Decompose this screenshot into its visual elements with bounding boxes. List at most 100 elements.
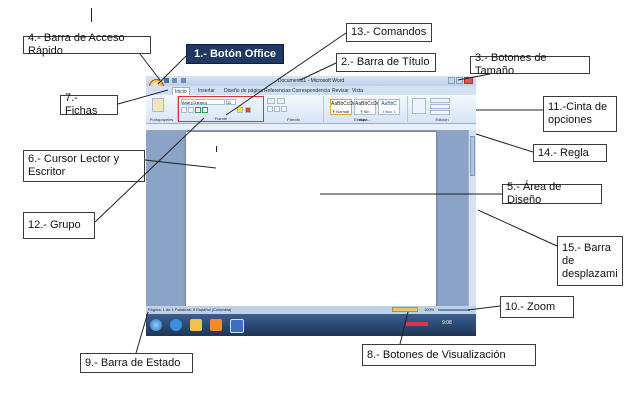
zoom-slider[interactable] xyxy=(438,309,470,311)
redo-icon[interactable] xyxy=(180,78,186,83)
tab-vista[interactable]: Vista xyxy=(352,88,364,94)
highlight-button[interactable] xyxy=(237,107,243,113)
close-icon[interactable] xyxy=(464,77,473,84)
numbering-button[interactable] xyxy=(277,98,285,104)
label-fichas: 7.- Fichas xyxy=(60,92,118,117)
arrow-boton-office xyxy=(157,55,187,85)
style-name: Título 1 xyxy=(382,109,396,114)
system-tray xyxy=(406,320,436,328)
tab-referencias[interactable]: Referencias xyxy=(264,88,291,94)
tab-inicio[interactable]: Inicio xyxy=(172,87,190,96)
group-estilos xyxy=(324,96,408,122)
label-cinta-opciones: 11.-Cinta de opciones xyxy=(543,96,617,132)
vertical-scrollbar[interactable] xyxy=(468,130,476,306)
windows-taskbar: 9:08 xyxy=(146,314,476,336)
explorer-icon[interactable] xyxy=(190,319,202,331)
font-size-select[interactable]: 11 xyxy=(226,99,236,105)
word-window: Documento1 - Microsoft Word Inicio Inser… xyxy=(146,76,476,336)
align-right-button[interactable] xyxy=(281,106,287,112)
minimize-icon[interactable] xyxy=(448,77,455,84)
maximize-icon[interactable] xyxy=(456,77,463,84)
style-sin-espaciado[interactable]: AaBbCcDc ¶ Sin espa... xyxy=(354,99,380,122)
label-boton-office: 1.- Botón Office xyxy=(186,44,284,64)
style-preview: AaBbCcDc xyxy=(331,101,356,107)
tray-icons xyxy=(406,322,428,326)
undo-icon[interactable] xyxy=(172,78,178,83)
arrow-botones-tamano xyxy=(457,73,491,81)
change-styles-button[interactable] xyxy=(412,98,426,114)
arrow-zoom xyxy=(467,305,501,311)
arrow-acceso-rapido xyxy=(139,53,161,81)
style-titulo-1[interactable]: AaBbC Título 1 xyxy=(378,99,400,115)
start-orb-icon[interactable] xyxy=(150,319,162,331)
group-edicion: Edición xyxy=(408,96,476,122)
style-name: ¶ Normal xyxy=(332,109,350,114)
scroll-thumb[interactable] xyxy=(470,136,475,176)
group-fuente: Arial (Cuerpo) 11 Fuente xyxy=(178,96,264,122)
design-area-page[interactable] xyxy=(186,132,436,308)
select-button[interactable] xyxy=(430,110,450,115)
word-taskbar-icon[interactable] xyxy=(230,319,244,333)
replace-button[interactable] xyxy=(430,104,450,109)
font-name-select[interactable]: Arial (Cuerpo) xyxy=(181,99,225,105)
tab-diseno-pagina[interactable]: Diseño de página xyxy=(224,88,263,94)
status-bar: Página: 1 de 1 Palabras: 0 Español (Colo… xyxy=(146,306,476,314)
zoom-level[interactable]: 100% xyxy=(424,307,435,312)
bold-button[interactable] xyxy=(181,107,187,113)
label-barra-titulo: 2.- Barra de Título xyxy=(336,53,436,72)
status-text: Página: 1 de 1 Palabras: 0 Español (Colo… xyxy=(148,307,232,312)
clock: 9:08 xyxy=(442,320,452,326)
italic-button[interactable] xyxy=(188,107,194,113)
window-size-buttons[interactable] xyxy=(448,77,474,84)
align-center-button[interactable] xyxy=(274,106,280,112)
text-cursor-mark xyxy=(91,8,92,22)
text-cursor xyxy=(216,146,217,152)
title-bar: Documento1 - Microsoft Word xyxy=(146,76,476,86)
label-comandos: 13.- Comandos xyxy=(346,23,432,42)
group-parrafo: Párrafo xyxy=(264,96,324,122)
group-portapapeles: Portapapeles xyxy=(146,96,178,122)
label-botones-visualizacion: 8.- Botones de Visualización xyxy=(362,344,536,366)
label-barra-estado: 9.- Barra de Estado xyxy=(80,353,193,373)
arrow-comandos xyxy=(225,32,347,116)
style-preview: AaBbCcDc xyxy=(355,101,380,107)
font-color-button[interactable] xyxy=(245,107,251,113)
group-label: Edición xyxy=(435,117,449,122)
quick-access-toolbar[interactable] xyxy=(164,78,186,84)
strikethrough-button[interactable] xyxy=(202,107,208,113)
style-name: ¶ Sin espa... xyxy=(358,109,371,122)
view-buttons[interactable] xyxy=(392,307,418,312)
group-label: Portapapeles xyxy=(149,117,174,122)
label-zoom: 10.- Zoom xyxy=(500,296,574,318)
find-button[interactable] xyxy=(430,98,450,103)
bullets-button[interactable] xyxy=(267,98,275,104)
arrow-desplazamiento xyxy=(477,209,558,247)
style-normal[interactable]: AaBbCcDc ¶ Normal xyxy=(330,99,356,115)
ie-icon[interactable] xyxy=(170,319,182,331)
style-preview: AaBbC xyxy=(381,101,397,107)
arrow-fichas xyxy=(117,89,169,105)
arrow-barra-titulo xyxy=(299,62,337,81)
align-left-button[interactable] xyxy=(267,106,273,112)
tab-insertar[interactable]: Insertar xyxy=(198,88,215,94)
save-icon[interactable] xyxy=(164,78,169,83)
paste-button[interactable] xyxy=(152,98,164,112)
arrow-regla xyxy=(475,133,534,153)
arrow-visualizacion xyxy=(399,311,409,345)
label-regla: 14.- Regla xyxy=(533,144,607,162)
group-label: Párrafo xyxy=(286,117,301,122)
label-barra-desplazamiento: 15.- Barra de desplazami xyxy=(557,236,623,286)
group-label: Fuente xyxy=(214,116,228,121)
arrow-barra-estado xyxy=(135,311,149,354)
tab-revisar[interactable]: Revisar xyxy=(332,88,349,94)
arrow-cursor xyxy=(144,159,217,169)
arrow-grupo xyxy=(94,117,205,223)
underline-button[interactable] xyxy=(195,107,201,113)
label-grupo: 12.- Grupo xyxy=(23,212,95,239)
label-cursor-lector: 6.- Cursor Lector y Escritor xyxy=(23,150,145,182)
tab-correspondencia[interactable]: Correspondencia xyxy=(292,88,331,94)
media-icon[interactable] xyxy=(210,319,222,331)
label-area-diseno: 5.- Área de Diseño xyxy=(502,181,602,206)
group-label-estilos: Estilos xyxy=(354,117,366,122)
